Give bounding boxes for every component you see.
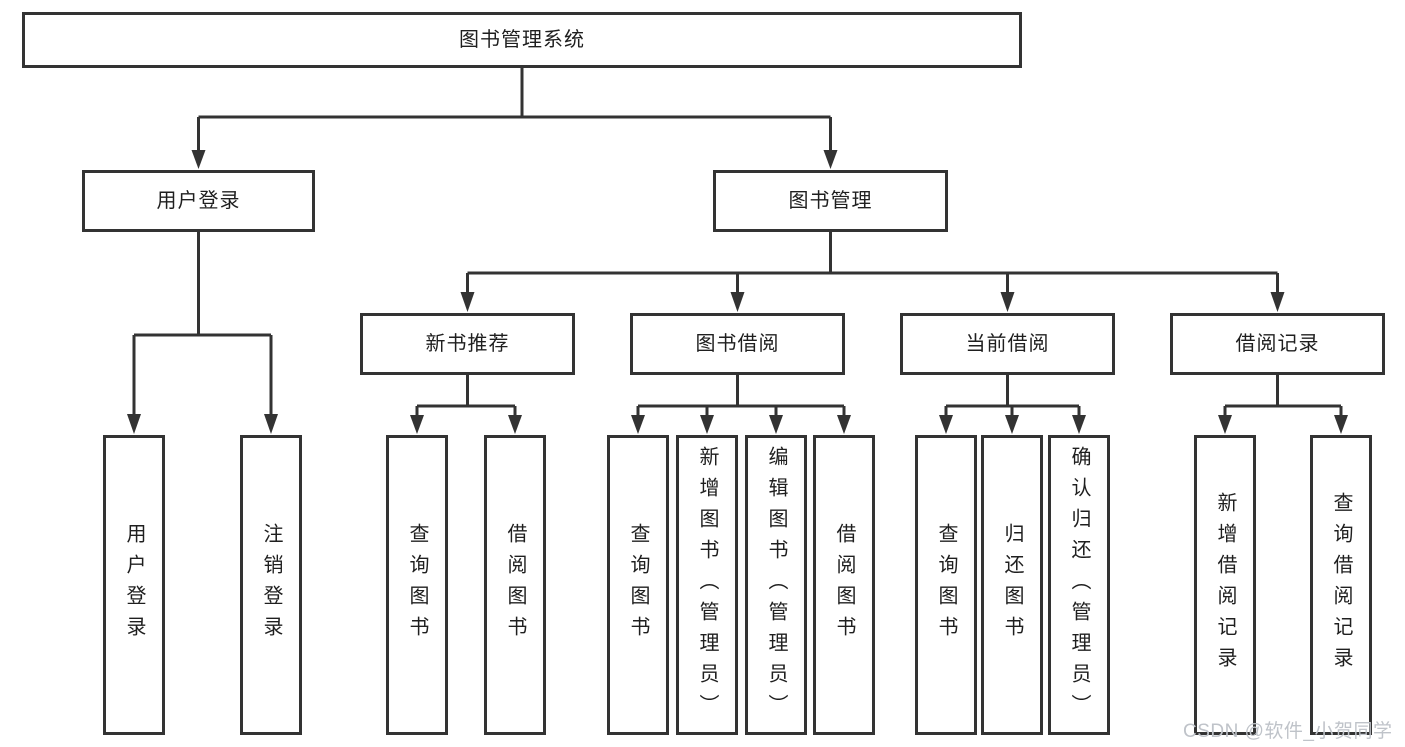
node-root: 图书管理系统 [22,12,1022,68]
leaf-user-login: 用户登录 [103,435,165,735]
leaf-borrow-books: 借阅图书 [813,435,875,735]
leaf-confirm-return-admin: 确认归还（管理员） [1048,435,1110,735]
leaf-logout: 注销登录 [240,435,302,735]
leaf-edit-book-admin: 编辑图书（管理员） [745,435,807,735]
leaf-query-books-current: 查询图书 [915,435,977,735]
leaf-borrow-books-recommend: 借阅图书 [484,435,546,735]
node-book-management: 图书管理 [713,170,948,232]
leaf-add-book-admin: 新增图书（管理员） [676,435,738,735]
node-borrow-records: 借阅记录 [1170,313,1385,375]
leaf-query-books-recommend: 查询图书 [386,435,448,735]
leaf-return-book: 归还图书 [981,435,1043,735]
node-new-book-recommend: 新书推荐 [360,313,575,375]
leaf-query-books-borrow: 查询图书 [607,435,669,735]
node-current-borrow: 当前借阅 [900,313,1115,375]
leaf-query-borrow-record: 查询借阅记录 [1310,435,1372,735]
node-user-login: 用户登录 [82,170,315,232]
leaf-add-borrow-record: 新增借阅记录 [1194,435,1256,735]
node-book-borrow: 图书借阅 [630,313,845,375]
watermark: CSDN @软件_小贺同学 [1183,721,1393,742]
